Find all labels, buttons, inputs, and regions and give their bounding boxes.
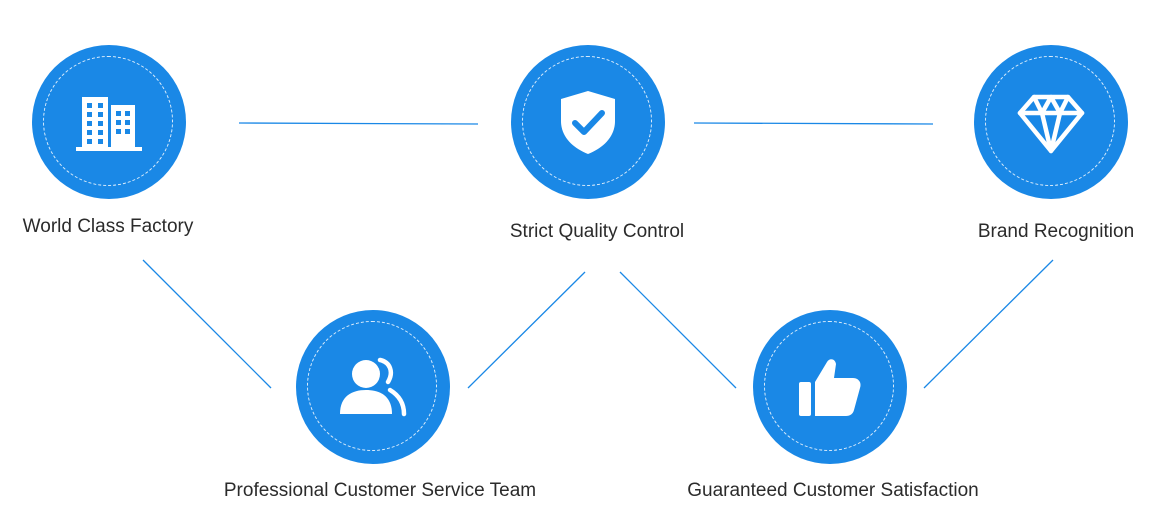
node-service-badge: [296, 310, 450, 464]
diamond-icon: [1017, 94, 1085, 154]
dashed-ring: [764, 321, 894, 451]
node-quality-badge: [511, 45, 665, 199]
dashed-ring: [307, 321, 437, 451]
node-satisfaction-badge: [753, 310, 907, 464]
node-satisfaction-label: Guaranteed Customer Satisfaction: [687, 480, 979, 501]
building-icon: [76, 97, 142, 151]
node-service-label: Professional Customer Service Team: [223, 480, 537, 501]
connector-service-quality: [467, 271, 586, 389]
connector-quality-satisfaction: [619, 271, 737, 389]
users-icon: [340, 357, 407, 417]
connector-factory-quality: [238, 122, 479, 125]
dashed-ring: [522, 56, 652, 186]
node-brand-badge: [974, 45, 1128, 199]
connector-quality-brand: [693, 122, 934, 125]
dashed-ring: [43, 56, 173, 186]
thumbs-up-icon: [799, 359, 861, 416]
shield-check-icon: [561, 91, 615, 154]
connector-factory-service: [142, 259, 272, 389]
dashed-ring: [985, 56, 1115, 186]
node-factory-label: World Class Factory: [22, 216, 194, 237]
node-factory-badge: [32, 45, 186, 199]
node-quality-label: Strict Quality Control: [509, 221, 685, 242]
node-brand-label: Brand Recognition: [977, 221, 1135, 242]
connector-satisfaction-brand: [923, 259, 1054, 389]
